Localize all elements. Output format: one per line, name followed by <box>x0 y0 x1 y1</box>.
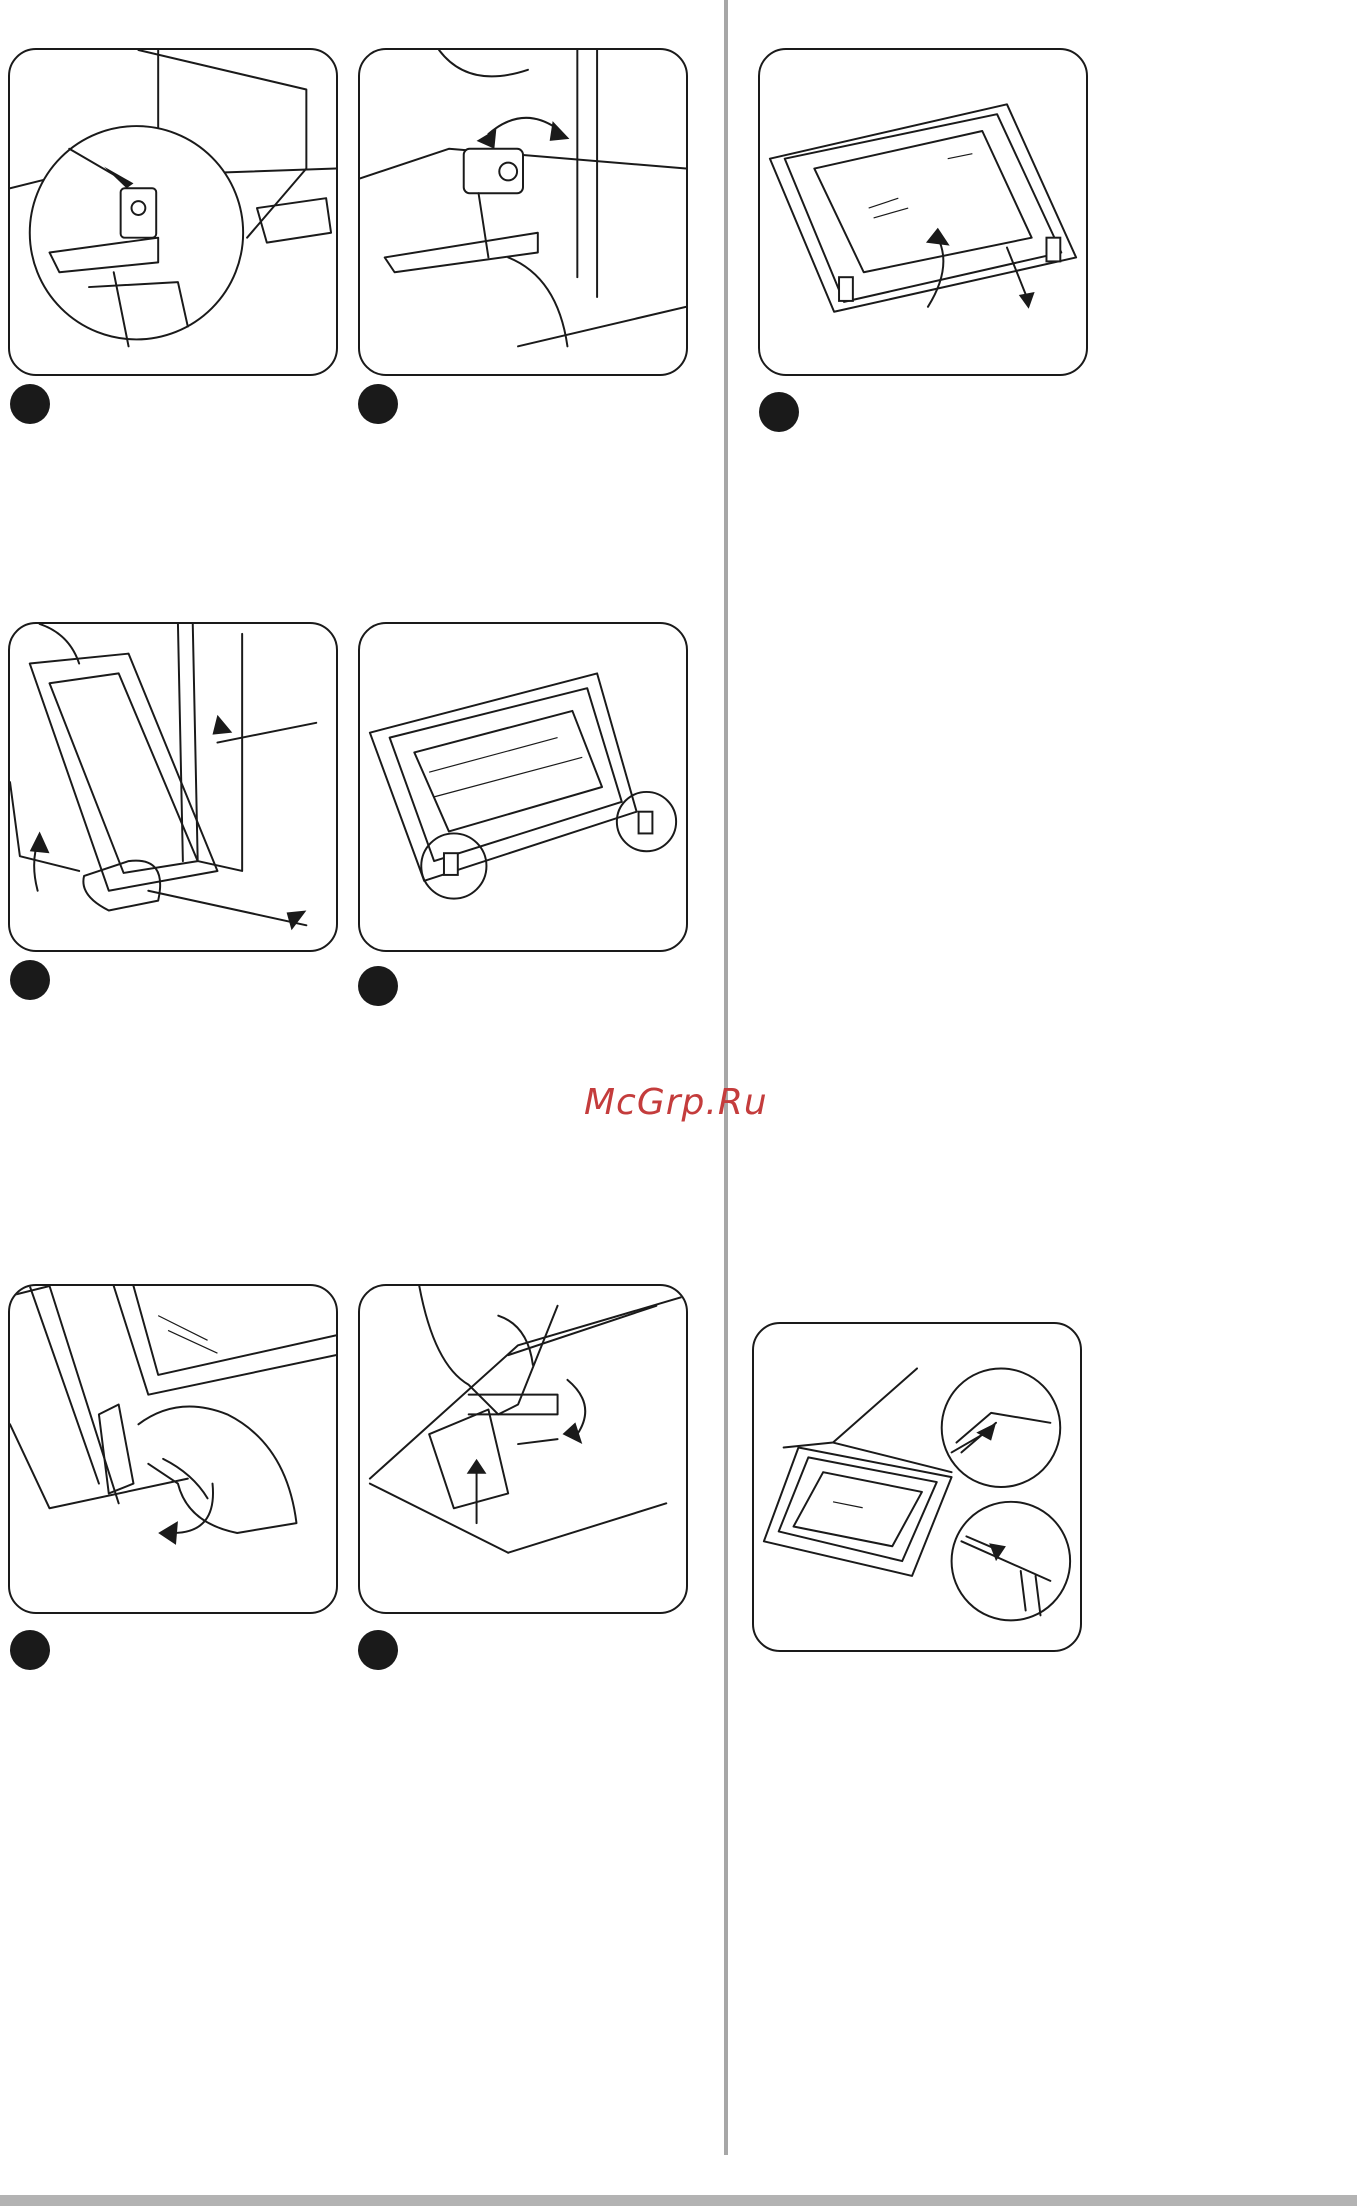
illustration-panel-2 <box>358 48 688 376</box>
refit-glass-illustration <box>754 1324 1080 1650</box>
hinge-lever-illustration <box>360 50 686 374</box>
door-lift-illustration <box>10 624 336 950</box>
step-marker-7 <box>759 392 799 432</box>
illustration-panel-1 <box>8 48 338 376</box>
hinge-lock-illustration <box>10 50 336 374</box>
illustration-panel-4 <box>358 622 688 952</box>
watermark: McGrp.Ru <box>584 1082 768 1123</box>
step-marker-4 <box>358 966 398 1006</box>
illustration-panel-6 <box>358 1284 688 1614</box>
step-marker-1 <box>10 384 50 424</box>
column-divider <box>724 0 728 2155</box>
release-clip-illustration <box>10 1286 336 1612</box>
step-marker-3 <box>10 960 50 1000</box>
illustration-panel-5 <box>8 1284 338 1614</box>
push-clip-illustration <box>360 1286 686 1612</box>
illustration-panel-7 <box>758 48 1088 376</box>
step-marker-6 <box>358 1630 398 1670</box>
illustration-panel-3 <box>8 622 338 952</box>
step-marker-2 <box>358 384 398 424</box>
remove-glass-illustration <box>760 50 1086 374</box>
footer-bar <box>0 2195 1357 2206</box>
door-glass-fasteners-illustration <box>360 624 686 950</box>
illustration-panel-8 <box>752 1322 1082 1652</box>
step-marker-5 <box>10 1630 50 1670</box>
